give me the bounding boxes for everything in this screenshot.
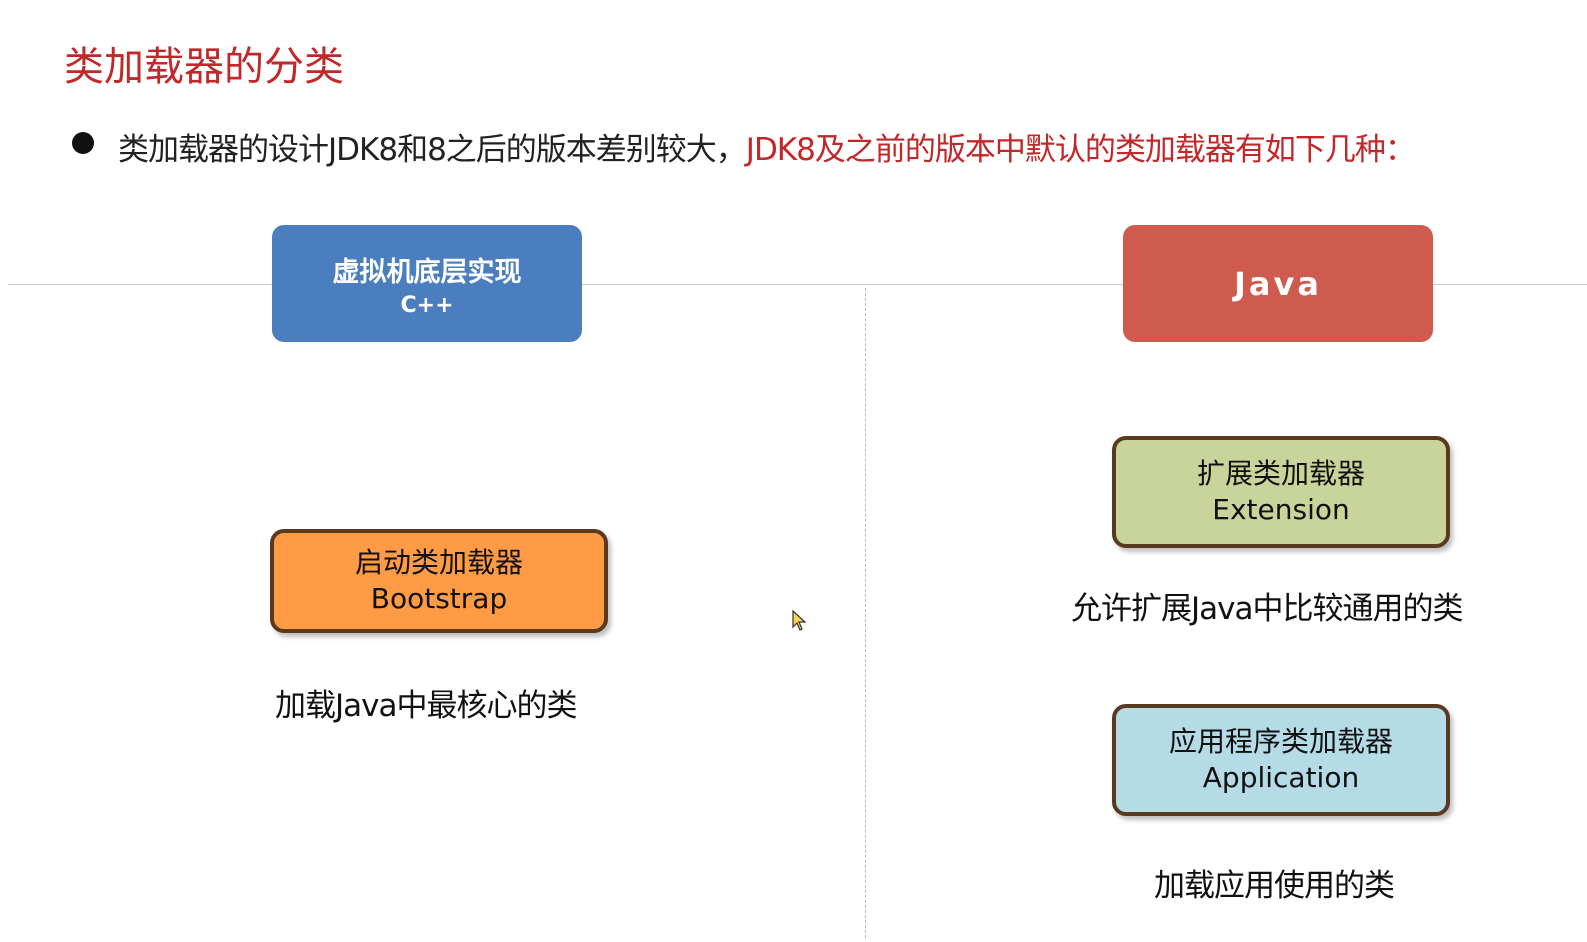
application-name-cn: 应用程序类加载器 bbox=[1168, 725, 1393, 758]
mouse-cursor-icon bbox=[792, 610, 807, 631]
bullet-text: 类加载器的设计JDK8和8之后的版本差别较大，JDK8及之前的版本中默认的类加载… bbox=[118, 124, 1416, 169]
bullet-dot bbox=[72, 132, 94, 154]
bootstrap-name-en: Bootstrap bbox=[370, 582, 508, 615]
extension-loader-box: 扩展类加载器 Extension bbox=[1112, 436, 1450, 548]
bootstrap-description: 加载Java中最核心的类 bbox=[275, 688, 577, 724]
bootstrap-loader-box: 启动类加载器 Bootstrap bbox=[270, 529, 608, 633]
application-name-en: Application bbox=[1202, 761, 1360, 794]
java-header-box: Java bbox=[1123, 225, 1433, 342]
cpp-header-line1: 虚拟机底层实现 bbox=[332, 256, 522, 288]
cpp-header-box: 虚拟机底层实现 C++ bbox=[272, 225, 582, 342]
vertical-divider bbox=[865, 288, 866, 938]
horizontal-divider bbox=[8, 284, 1587, 285]
extension-description: 允许扩展Java中比较通用的类 bbox=[1071, 591, 1463, 627]
extension-name-cn: 扩展类加载器 bbox=[1196, 457, 1365, 490]
slide-title: 类加载器的分类 bbox=[64, 44, 344, 90]
bullet-text-normal: 类加载器的设计JDK8和8之后的版本差别较大， bbox=[118, 132, 747, 168]
bootstrap-name-cn: 启动类加载器 bbox=[354, 546, 523, 579]
cpp-header-line2: C++ bbox=[400, 292, 454, 318]
application-loader-box: 应用程序类加载器 Application bbox=[1112, 704, 1450, 816]
java-header-label: Java bbox=[1234, 264, 1322, 303]
bullet-text-highlight: JDK8及之前的版本中默认的类加载器有如下几种： bbox=[745, 132, 1416, 168]
application-description: 加载应用使用的类 bbox=[1154, 868, 1395, 904]
extension-name-en: Extension bbox=[1212, 493, 1350, 526]
